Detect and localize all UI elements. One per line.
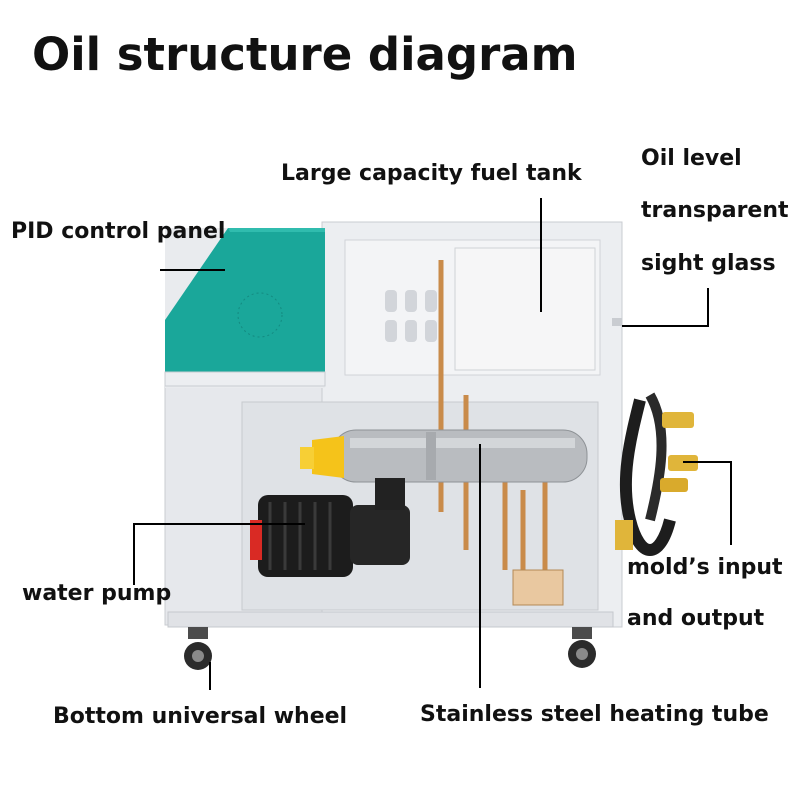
label-pid-control-panel: PID control panel [11, 219, 226, 244]
leader-lines [133, 198, 732, 690]
mold-fittings [615, 392, 698, 556]
heating-tube [300, 429, 588, 483]
label-oil-level-line3: sight glass [641, 251, 776, 276]
diagram-title: Oil structure diagram [32, 28, 578, 81]
water-pump [250, 478, 410, 577]
sight-glass [612, 318, 622, 326]
label-mold-line2: and output [627, 606, 765, 631]
label-oil-level-line1: Oil level [641, 146, 742, 171]
pid-control-panel [164, 228, 326, 387]
label-fuel-tank: Large capacity fuel tank [281, 161, 582, 186]
label-oil-level-line2: transparent [641, 198, 789, 223]
label-universal-wheel: Bottom universal wheel [53, 704, 348, 729]
label-heating-tube: Stainless steel heating tube [420, 702, 769, 727]
label-water-pump: water pump [22, 581, 172, 606]
universal-wheels [184, 627, 596, 670]
label-mold-line1: mold’s input [627, 555, 783, 580]
